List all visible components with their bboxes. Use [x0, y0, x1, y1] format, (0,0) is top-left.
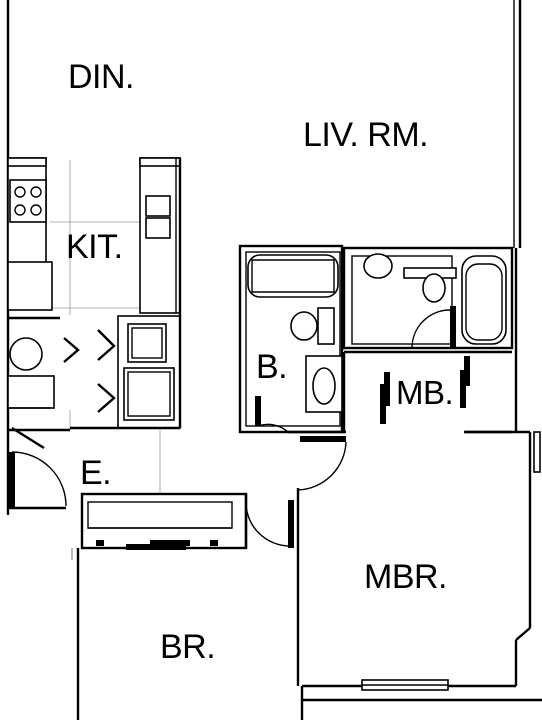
mb-tub-icon — [461, 255, 507, 345]
mb-toilet-icon — [422, 273, 446, 303]
hall-closet — [80, 492, 248, 550]
washer-icon — [127, 323, 167, 363]
mb-sink-icon — [363, 253, 393, 279]
bifold-door-lower[interactable] — [97, 383, 116, 413]
dryer-icon — [123, 367, 175, 421]
mbr-door[interactable] — [296, 436, 347, 686]
br-door[interactable] — [244, 494, 294, 548]
room-label-master-bath: MB. — [396, 374, 453, 411]
bath-b — [238, 244, 346, 434]
water-heater-icon — [9, 337, 43, 371]
room-label-bath: B. — [256, 348, 287, 386]
mbr-window — [361, 679, 449, 691]
mb-sliding-door-left[interactable] — [380, 384, 386, 424]
room-label-kitchen: KIT. — [66, 228, 123, 266]
bifold-door-upper[interactable] — [97, 329, 116, 361]
room-label-bedroom: BR. — [160, 628, 215, 666]
bifold-door-left[interactable] — [63, 337, 80, 363]
master-bath — [342, 246, 514, 434]
refrigerator-icon — [7, 261, 53, 311]
room-label-master-bedroom: MBR. — [364, 558, 447, 596]
bathtub-icon — [247, 254, 339, 298]
closet-sliding-door[interactable] — [126, 544, 186, 550]
entry-door[interactable] — [8, 426, 67, 510]
bedroom-walls — [71, 548, 80, 720]
stove-icon — [9, 179, 47, 223]
mb-sliding-door-right[interactable] — [460, 370, 466, 408]
sink-icon — [145, 195, 171, 217]
room-label-entry: E. — [80, 454, 111, 492]
room-label-dining: DIN. — [68, 58, 134, 96]
toilet-icon — [317, 307, 335, 345]
room-label-living: LIV. RM. — [303, 116, 428, 154]
kitchen-area — [7, 157, 182, 495]
